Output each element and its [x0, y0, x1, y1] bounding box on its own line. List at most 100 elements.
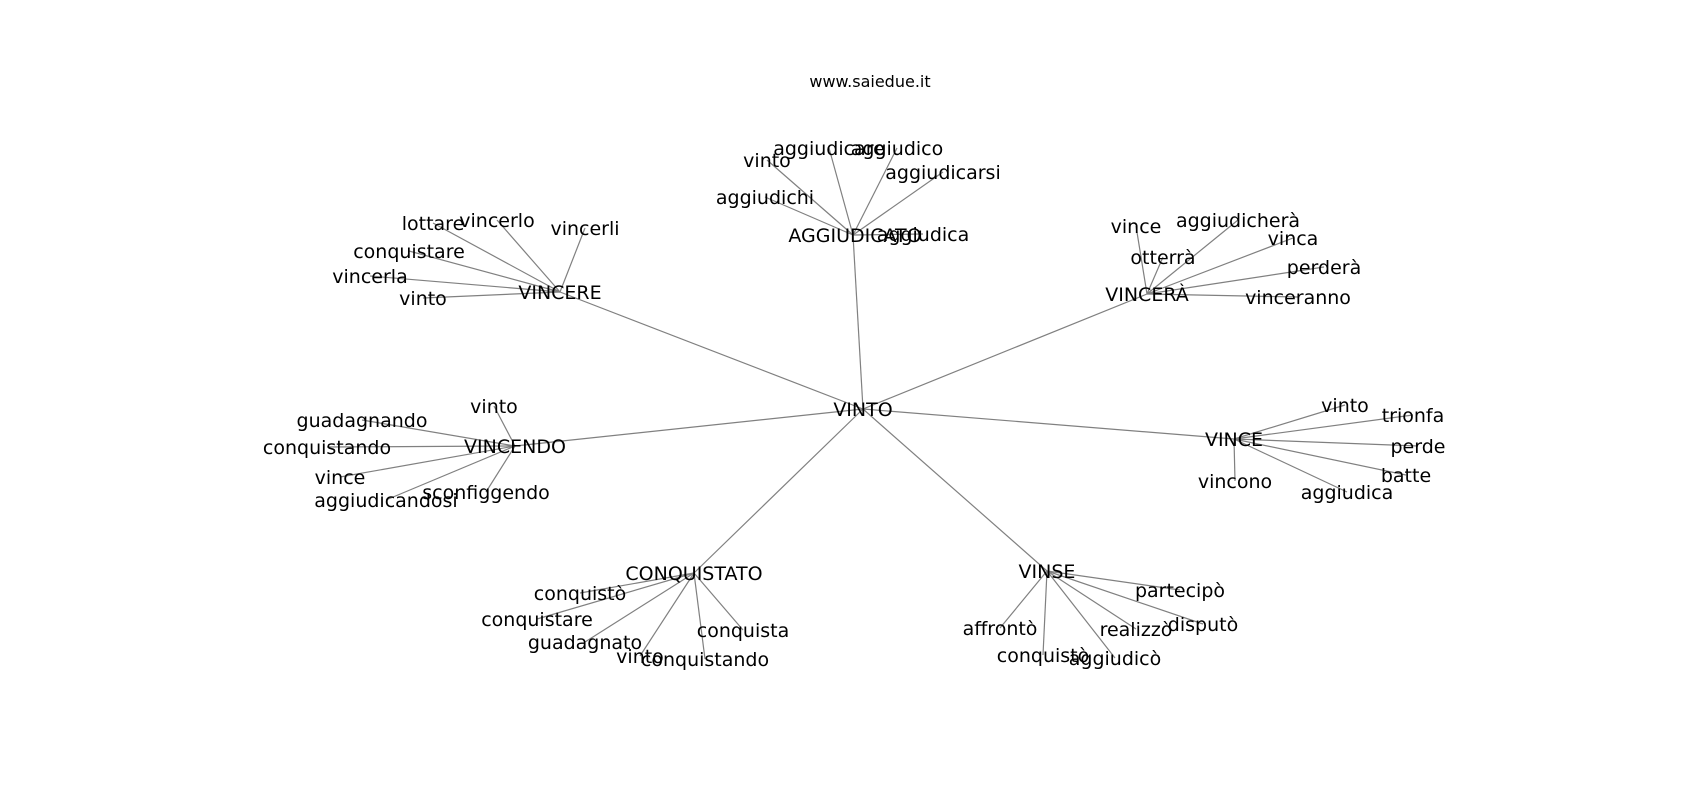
leaf-node: vincono — [1198, 471, 1272, 493]
edge-conquistato-leaf — [536, 572, 695, 620]
edge-vincendo-leaf — [485, 445, 516, 493]
leaf-node: conquistò — [534, 583, 626, 605]
edge-vinse-leaf — [1046, 570, 1204, 625]
leaf-node: vinto — [1321, 395, 1369, 417]
leaf-node: vinto — [470, 396, 518, 418]
leaf-node: affrontò — [963, 618, 1038, 640]
leaf-node: aggiudicandosi — [314, 490, 457, 512]
edge-vinto-vinse — [862, 408, 1048, 572]
leaf-node: conquistare — [353, 241, 465, 263]
root-node: VINTO — [833, 399, 892, 421]
leaf-node: sconfiggendo — [422, 482, 550, 504]
edge-aggiudicato-leaf — [764, 196, 854, 236]
edge-vinto-vince — [862, 408, 1235, 440]
edge-vincera-leaf — [1146, 256, 1164, 295]
leaf-node: lottare — [402, 213, 465, 235]
leaf-node: otterrà — [1130, 247, 1195, 269]
edge-aggiudicato-leaf — [852, 147, 898, 236]
leaf-node: conquistando — [641, 649, 769, 671]
hub-node-vincera: VINCERÀ — [1105, 283, 1189, 306]
leaf-node: batte — [1381, 465, 1431, 487]
hub-node-conquistato: CONQUISTATO — [625, 563, 762, 585]
leaf-node: vincerla — [332, 266, 407, 288]
edge-vincere-leaf — [432, 222, 561, 293]
edge-conquistato-leaf — [693, 572, 744, 631]
edge-vincendo-leaf — [326, 445, 516, 448]
leaf-node: aggiudica — [877, 224, 970, 246]
leaf-node: conquistare — [481, 609, 593, 631]
leaf-node: perde — [1391, 436, 1446, 458]
leaf-node: vinto — [616, 646, 664, 668]
leaf-node: trionfa — [1382, 405, 1445, 427]
leaf-node: vinceranno — [1245, 287, 1351, 309]
leaf-node: vinto — [399, 288, 447, 310]
leaf-node: vince — [315, 467, 366, 489]
edge-vinto-vincendo — [514, 408, 864, 447]
edge-aggiudicato-leaf — [828, 147, 854, 236]
leaf-node: vinca — [1268, 228, 1319, 250]
leaf-node: disputò — [1168, 614, 1238, 636]
hub-node-vincendo: VINCENDO — [464, 436, 566, 458]
edge-vince-leaf — [1233, 438, 1236, 482]
edge-vincendo-leaf — [361, 419, 516, 447]
leaf-node: aggiudico — [851, 138, 944, 160]
edge-vincendo-leaf — [385, 445, 516, 501]
edge-conquistato-leaf — [579, 572, 695, 594]
edge-conquistato-leaf — [639, 572, 695, 657]
edge-aggiudicato-leaf — [852, 171, 944, 236]
edge-vinse-leaf — [1046, 570, 1137, 630]
leaf-node: conquista — [697, 620, 790, 642]
leaf-node: aggiudichi — [716, 187, 814, 209]
edge-aggiudicato-leaf — [766, 159, 854, 236]
edge-conquistato-leaf — [584, 572, 695, 643]
edge-vincera-leaf — [1146, 219, 1239, 295]
edge-vince-leaf — [1233, 438, 1419, 447]
edge-aggiudicato-leaf — [852, 233, 924, 236]
page-title: www.saiedue.it — [809, 72, 930, 91]
hub-node-vinse: VINSE — [1019, 561, 1076, 583]
leaf-node: perderà — [1287, 257, 1361, 279]
edge-vincendo-leaf — [339, 445, 516, 478]
edge-conquistato-leaf — [693, 572, 706, 660]
leaf-node: aggiudicò — [1069, 648, 1162, 670]
hub-node-vincere: VINCERE — [518, 282, 601, 304]
edge-vincere-leaf — [422, 291, 561, 299]
edge-vincendo-leaf — [493, 405, 516, 447]
edge-vinse-leaf — [1042, 570, 1048, 656]
edge-vincere-leaf — [369, 275, 561, 293]
edge-vincere-leaf — [559, 227, 586, 293]
edge-vince-leaf — [1233, 414, 1414, 440]
edge-vinto-vincere — [559, 291, 864, 410]
edge-vinse-leaf — [1046, 570, 1181, 591]
leaf-node: vincerli — [550, 218, 619, 240]
edge-vincere-leaf — [496, 219, 561, 293]
leaf-node: guadagnato — [528, 632, 642, 654]
edge-vinse-leaf — [1046, 570, 1116, 659]
edge-vincera-leaf — [1146, 293, 1299, 298]
edge-vinto-conquistato — [693, 408, 864, 574]
leaf-node: aggiudicarsi — [885, 162, 1001, 184]
leaf-node: conquistando — [263, 437, 391, 459]
leaf-node: vinto — [743, 150, 791, 172]
leaf-node: aggiudicare — [773, 138, 885, 160]
leaf-node: partecipò — [1135, 580, 1225, 602]
edge-vinto-aggiudicato — [852, 234, 864, 410]
leaf-node: vincerlo — [459, 210, 534, 232]
edge-vincera-leaf — [1146, 266, 1325, 295]
hub-node-aggiudicato: AGGIUDICATO — [788, 225, 921, 247]
edge-vincera-leaf — [1146, 237, 1294, 295]
edge-vinse-leaf — [999, 570, 1048, 629]
leaf-node: conquistò — [997, 645, 1089, 667]
graph-labels: www.saiedue.it VINTO VINCERElottarevince… — [263, 72, 1446, 671]
leaf-node: realizzò — [1100, 619, 1173, 641]
edge-vince-leaf — [1233, 438, 1348, 493]
leaf-node: guadagnando — [297, 410, 428, 432]
leaf-node: aggiudicherà — [1176, 210, 1300, 232]
hub-node-vince: VINCE — [1205, 429, 1263, 451]
graph-edges — [326, 147, 1419, 660]
edge-vincera-leaf — [1135, 225, 1148, 295]
edge-vince-leaf — [1233, 404, 1346, 440]
leaf-node: aggiudica — [1301, 482, 1394, 504]
edge-vinto-vincera — [862, 293, 1148, 410]
